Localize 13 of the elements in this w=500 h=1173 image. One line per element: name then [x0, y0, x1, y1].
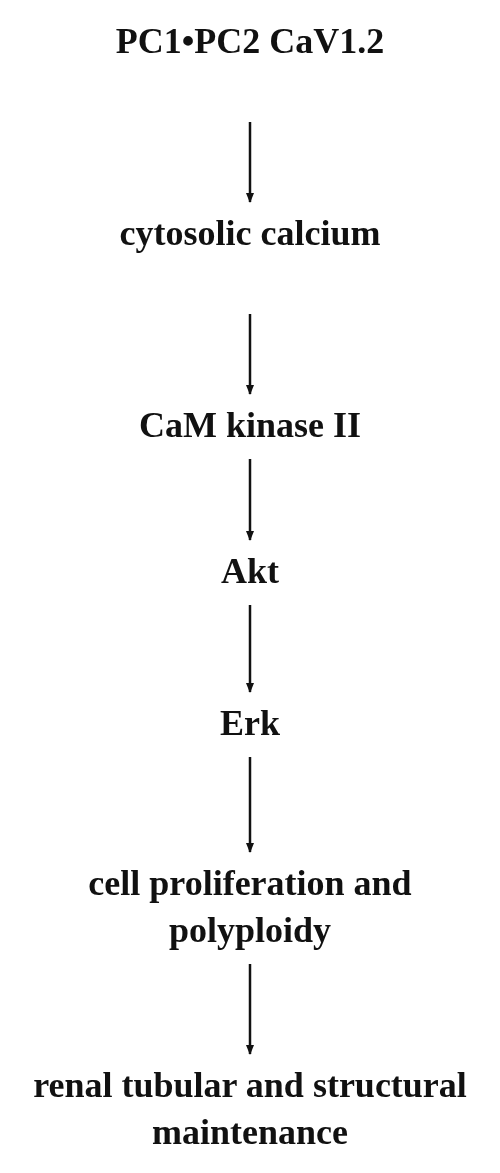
arrow: [246, 757, 254, 853]
pathway-step-label: Akt: [220, 550, 280, 593]
pathway-step-label: cytosolic calcium: [118, 212, 382, 255]
pathway-step-label: PC1•PC2 CaV1.2: [114, 20, 386, 63]
pathway-step-label: Erk: [219, 702, 281, 745]
pathway-step-label: cell proliferation and polyploidy: [87, 862, 413, 952]
pathway-step-label: CaM kinase II: [138, 404, 362, 447]
arrow: [246, 605, 254, 693]
arrow: [246, 122, 254, 203]
arrow: [246, 314, 254, 395]
arrow: [246, 964, 254, 1055]
arrow: [246, 459, 254, 541]
pathway-step-label: renal tubular and structural maintenance: [32, 1064, 468, 1154]
